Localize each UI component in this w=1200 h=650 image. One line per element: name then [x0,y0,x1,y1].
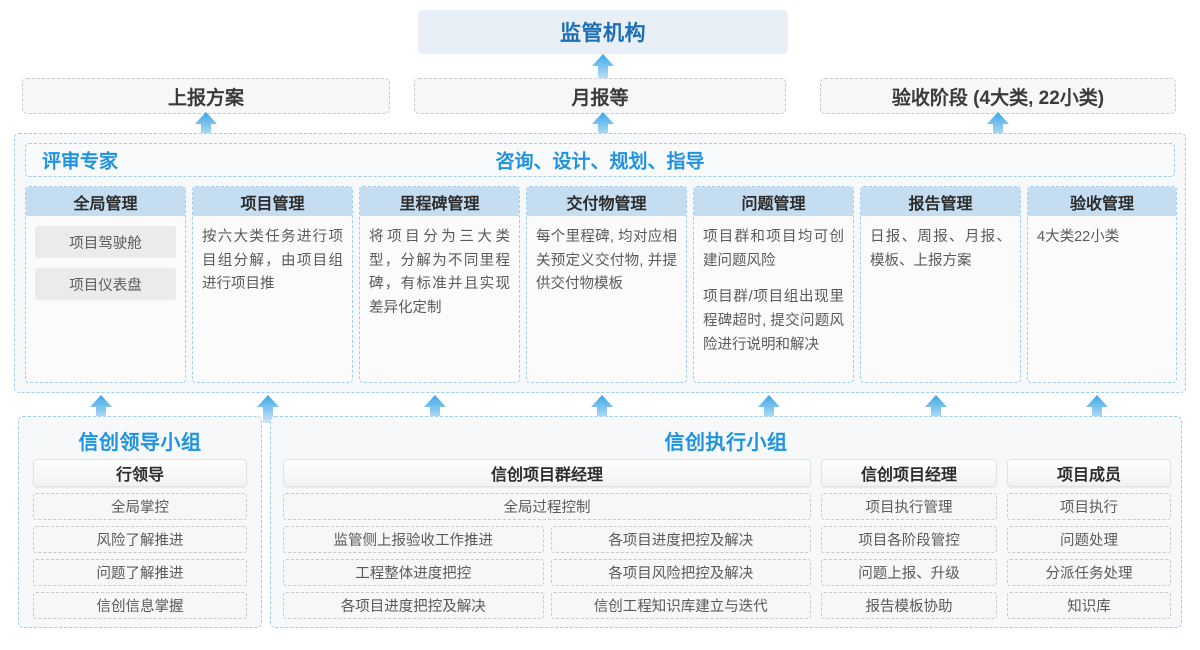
program-manager-left-task-1: 工程整体进度把控 [283,559,544,586]
program-manager-task-row-0: 监管侧上报验收工作推进 各项目进度把控及解决 [283,520,811,553]
module-column-issue: 问题管理 项目群和项目均可创建问题风险 项目群/项目组出现里程碑超时, 提交问题… [693,186,854,383]
program-manager-card: 信创项目群经理 全局过程控制 监管侧上报验收工作推进 各项目进度把控及解决 工程… [283,459,811,619]
module-body-4: 项目群和项目均可创建问题风险 项目群/项目组出现里程碑超时, 提交问题风险进行说… [694,216,853,357]
arrow-teams-to-module-6 [1086,395,1108,423]
module-para-5-0: 日报、周报、月报、模板、上报方案 [870,229,1011,269]
platform-panel: 评审专家 咨询、设计、规划、指导 全局管理 项目驾驶舱 项目仪表盘 项目管理 按… [14,133,1186,393]
module-title-6: 验收管理 [1028,187,1176,216]
submission-box-0: 上报方案 [22,78,390,114]
module-title-5: 报告管理 [861,187,1020,216]
platform-panel-header: 评审专家 咨询、设计、规划、指导 [25,143,1175,177]
module-body-3: 每个里程碑, 均对应相关预定义交付物, 并提供交付物模板 [527,216,686,297]
exec-group: 信创执行小组 信创项目群经理 全局过程控制 监管侧上报验收工作推进 各项目进度把… [270,416,1182,628]
submission-label-0: 上报方案 [167,87,244,109]
module-para-6-0: 4大类22小类 [1037,229,1120,245]
consulting-label: 咨询、设计、规划、指导 [495,151,705,173]
module-title-1: 项目管理 [193,187,352,216]
module-column-project: 项目管理 按六大类任务进行项目组分解，由项目组进行项目推 [192,186,353,383]
module-column-report: 报告管理 日报、周报、月报、模板、上报方案 [860,186,1021,383]
module-para-4-0: 项目群和项目均可创建问题风险 [703,229,844,269]
module-para-4-1: 项目群/项目组出现里程碑超时, 提交问题风险进行说明和解决 [703,289,844,353]
program-manager-full-task: 全局过程控制 [283,493,811,520]
project-manager-task-1: 项目各阶段管控 [821,526,997,553]
arrow-platform-to-submission-2 [987,112,1009,140]
regulator-label: 监管机构 [560,22,646,45]
leader-role-title: 行领导 [33,459,247,487]
arrow-teams-to-module-0 [90,395,112,423]
program-manager-left-task-2: 各项目进度把控及解决 [283,592,544,619]
module-para-1-0: 按六大类任务进行项目组分解，由项目组进行项目推 [202,229,343,293]
arrow-teams-to-module-5 [925,395,947,423]
module-body-0: 项目驾驶舱 项目仪表盘 [26,216,185,300]
program-manager-right-task-0: 各项目进度把控及解决 [550,526,811,553]
project-manager-task-2: 问题上报、升级 [821,559,997,586]
arrow-platform-to-submission-0 [195,112,217,140]
arrow-platform-to-submission-1 [592,112,614,140]
module-title-2: 里程碑管理 [360,187,519,216]
review-expert-label: 评审专家 [42,151,119,173]
project-manager-card: 信创项目经理 项目执行管理 项目各阶段管控 问题上报、升级 报告模板协助 [821,459,997,619]
program-manager-right-task-2: 信创工程知识库建立与迭代 [550,592,811,619]
arrow-teams-to-module-4 [758,395,780,423]
project-manager-task-3: 报告模板协助 [821,592,997,619]
project-member-title: 项目成员 [1007,459,1171,487]
arrow-monthly-to-regulator [592,54,614,82]
module-pill-0-0: 项目驾驶舱 [35,226,176,258]
leader-task-0: 全局掌控 [33,493,247,520]
project-member-card: 项目成员 项目执行 问题处理 分派任务处理 知识库 [1007,459,1171,619]
program-manager-title: 信创项目群经理 [283,459,811,487]
module-title-3: 交付物管理 [527,187,686,216]
arrow-teams-to-module-2 [424,395,446,423]
project-member-task-2: 分派任务处理 [1007,559,1171,586]
project-manager-task-0: 项目执行管理 [821,493,997,520]
submission-box-2: 验收阶段 (4大类, 22小类) [820,78,1176,114]
module-body-6: 4大类22小类 [1028,216,1176,250]
project-member-task-3: 知识库 [1007,592,1171,619]
module-pill-0-1: 项目仪表盘 [35,268,176,300]
submission-box-1: 月报等 [414,78,786,114]
leader-role-card: 行领导 全局掌控 风险了解推进 问题了解推进 信创信息掌握 [33,459,247,619]
program-manager-task-row-1: 工程整体进度把控 各项目风险把控及解决 [283,553,811,586]
program-manager-task-row-2: 各项目进度把控及解决 信创工程知识库建立与迭代 [283,586,811,619]
project-manager-title: 信创项目经理 [821,459,997,487]
submission-label-1: 月报等 [571,87,629,109]
leader-group-title: 信创领导小组 [78,432,202,454]
project-member-task-0: 项目执行 [1007,493,1171,520]
module-title-0: 全局管理 [26,187,185,216]
program-manager-left-task-0: 监管侧上报验收工作推进 [283,526,544,553]
program-manager-right-task-1: 各项目风险把控及解决 [550,559,811,586]
module-title-4: 问题管理 [694,187,853,216]
module-column-deliverable: 交付物管理 每个里程碑, 均对应相关预定义交付物, 并提供交付物模板 [526,186,687,383]
leader-group: 信创领导小组 行领导 全局掌控 风险了解推进 问题了解推进 信创信息掌握 [18,416,262,628]
submission-label-2: 验收阶段 (4大类, 22小类) [891,87,1105,109]
module-column-milestone: 里程碑管理 将项目分为三大类型，分解为不同里程碑，有标准并且实现差异化定制 [359,186,520,383]
module-para-2-0: 将项目分为三大类型，分解为不同里程碑，有标准并且实现差异化定制 [369,229,510,316]
leader-task-3: 信创信息掌握 [33,592,247,619]
leader-task-1: 风险了解推进 [33,526,247,553]
module-column-global: 全局管理 项目驾驶舱 项目仪表盘 [25,186,186,383]
module-column-acceptance: 验收管理 4大类22小类 [1027,186,1177,383]
module-body-2: 将项目分为三大类型，分解为不同里程碑，有标准并且实现差异化定制 [360,216,519,321]
leader-task-2: 问题了解推进 [33,559,247,586]
module-body-1: 按六大类任务进行项目组分解，由项目组进行项目推 [193,216,352,297]
regulator-box: 监管机构 [418,10,788,54]
arrow-teams-to-module-3 [591,395,613,423]
project-member-task-1: 问题处理 [1007,526,1171,553]
exec-group-title: 信创执行小组 [664,432,788,454]
module-para-3-0: 每个里程碑, 均对应相关预定义交付物, 并提供交付物模板 [536,229,677,293]
module-body-5: 日报、周报、月报、模板、上报方案 [861,216,1020,273]
arrow-teams-to-module-1 [257,395,279,423]
